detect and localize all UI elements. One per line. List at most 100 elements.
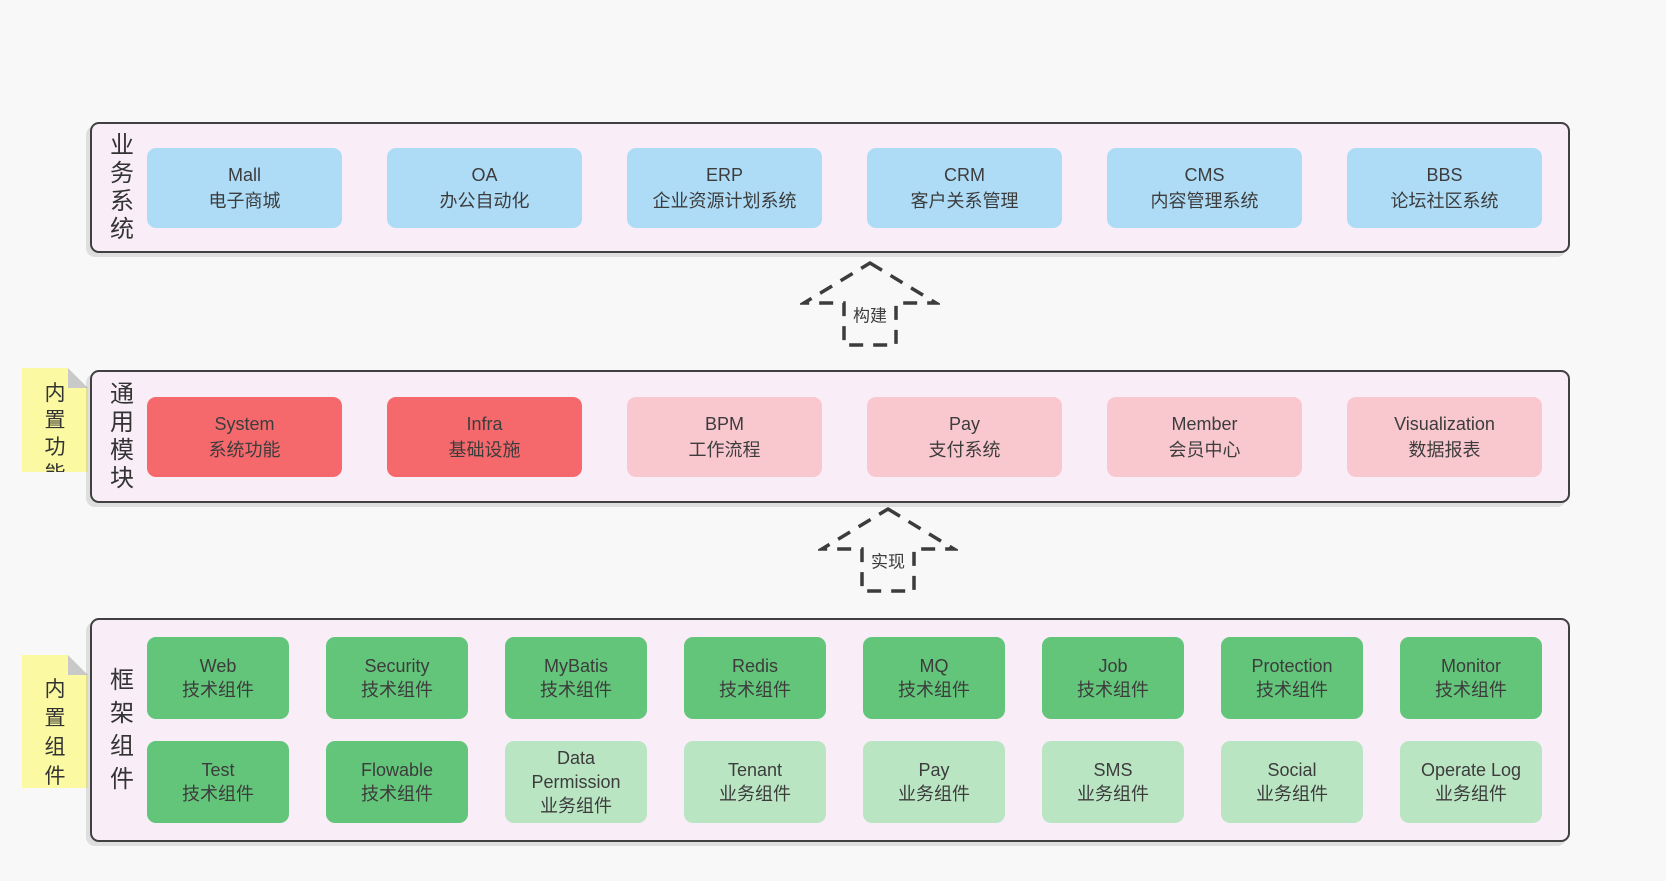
- module-box-name: Social: [1267, 760, 1317, 780]
- module-box-name: Test: [201, 760, 235, 780]
- module-box-name: CMS: [1184, 164, 1225, 185]
- module-box-flowable: Flowable 技术组件: [326, 741, 468, 823]
- module-box-desc: 数据报表: [1408, 439, 1481, 460]
- module-box-desc: 系统功能: [208, 439, 281, 460]
- module-box-desc: 技术组件: [182, 680, 254, 700]
- module-box-redis: Redis 技术组件: [684, 637, 826, 719]
- module-box-desc: 基础设施: [448, 439, 521, 460]
- module-box-sms: SMS 业务组件: [1042, 741, 1184, 823]
- module-box-name: Web: [199, 656, 237, 676]
- module-box-mq: MQ 技术组件: [863, 637, 1005, 719]
- section-label-framework-components: 框架组件: [110, 667, 134, 793]
- module-box-name: ERP: [705, 164, 743, 185]
- module-box-name: Visualization: [1394, 413, 1495, 434]
- module-box-name: Data Permission: [531, 748, 621, 792]
- module-box-desc: 电子商城: [208, 190, 281, 211]
- section-label-common-modules: 通用模块: [110, 380, 134, 492]
- module-box-desc: 业务组件: [1077, 784, 1149, 804]
- module-box-bpm: BPM 工作流程: [627, 396, 822, 477]
- module-box-visualization: Visualization 数据报表: [1347, 396, 1542, 477]
- module-box-name: BPM: [704, 413, 744, 434]
- module-box-member: Member 会员中心: [1107, 396, 1302, 477]
- module-box-desc: 工作流程: [688, 439, 761, 460]
- module-box-name: BBS: [1426, 164, 1463, 185]
- module-box-social: Social 业务组件: [1221, 741, 1363, 823]
- module-box-name: Member: [1171, 413, 1238, 434]
- module-box-desc: 支付系统: [928, 439, 1001, 460]
- module-box-desc: 论坛社区系统: [1390, 190, 1499, 211]
- module-box-desc: 会员中心: [1168, 439, 1241, 460]
- module-box-name: OA: [471, 164, 498, 185]
- folded-corner-icon: [68, 368, 88, 388]
- module-box-desc: 业务组件: [898, 784, 970, 804]
- module-box-job: Job 技术组件: [1042, 637, 1184, 719]
- module-box-name: SMS: [1093, 760, 1133, 780]
- sticky-note-builtin-components: 内置组件: [22, 655, 88, 788]
- module-box-desc: 技术组件: [540, 680, 612, 700]
- section-label-business-systems: 业务系统: [110, 131, 134, 243]
- sticky-note-text: 内置组件: [44, 678, 66, 788]
- module-box-name: MQ: [919, 656, 949, 676]
- module-box-tenant: Tenant 业务组件: [684, 741, 826, 823]
- module-box-name: Security: [364, 656, 430, 676]
- sticky-note-text: 内置功能: [44, 382, 66, 486]
- module-box-name: MyBatis: [543, 656, 608, 676]
- module-box-name: Mall: [227, 164, 261, 185]
- module-box-web: Web 技术组件: [147, 637, 289, 719]
- module-box-desc: 技术组件: [361, 784, 433, 804]
- module-box-test: Test 技术组件: [147, 741, 289, 823]
- arrow-implement: 实现: [818, 506, 958, 594]
- arrow-build-label: 构建: [850, 300, 890, 328]
- module-box-desc: 业务组件: [719, 784, 791, 804]
- module-box-name: Pay: [918, 760, 950, 780]
- module-box-name: Tenant: [727, 760, 783, 780]
- module-box-name: Job: [1098, 656, 1128, 676]
- module-box-name: Infra: [466, 413, 503, 434]
- module-box-cms: CMS 内容管理系统: [1107, 147, 1302, 228]
- module-box-desc: 内容管理系统: [1150, 190, 1259, 211]
- arrow-build: 构建: [800, 260, 940, 348]
- arrow-implement-label: 实现: [868, 546, 908, 574]
- module-box-desc: 业务组件: [540, 796, 612, 816]
- module-box-desc: 技术组件: [898, 680, 970, 700]
- module-box-desc: 客户关系管理: [910, 190, 1019, 211]
- module-box-erp: ERP 企业资源计划系统: [627, 147, 822, 228]
- module-box-desc: 技术组件: [1256, 680, 1328, 700]
- module-box-desc: 技术组件: [1435, 680, 1507, 700]
- module-box-name: Redis: [731, 656, 779, 676]
- module-box-desc: 技术组件: [719, 680, 791, 700]
- module-box-data-permission: Data Permission 业务组件: [505, 741, 647, 823]
- module-box-name: CRM: [944, 164, 985, 185]
- module-box-name: Flowable: [360, 760, 434, 780]
- module-box-desc: 企业资源计划系统: [652, 190, 797, 211]
- module-box-operate-log: Operate Log 业务组件: [1400, 741, 1542, 823]
- dashed-up-arrow-icon: [800, 260, 940, 347]
- module-box-desc: 业务组件: [1256, 784, 1328, 804]
- module-box-mall: Mall 电子商城: [147, 147, 342, 228]
- module-box-name: Operate Log: [1420, 760, 1522, 780]
- module-box-bbs: BBS 论坛社区系统: [1347, 147, 1542, 228]
- module-box-pay: Pay 业务组件: [863, 741, 1005, 823]
- module-box-desc: 业务组件: [1435, 784, 1507, 804]
- module-box-desc: 技术组件: [182, 784, 254, 804]
- module-box-desc: 技术组件: [1077, 680, 1149, 700]
- module-box-name: System: [214, 413, 275, 434]
- module-box-infra: Infra 基础设施: [387, 396, 582, 477]
- module-box-name: Monitor: [1440, 656, 1502, 676]
- module-box-system: System 系统功能: [147, 396, 342, 477]
- module-box-crm: CRM 客户关系管理: [867, 147, 1062, 228]
- dashed-up-arrow-icon: [818, 506, 958, 593]
- folded-corner-icon: [68, 655, 88, 675]
